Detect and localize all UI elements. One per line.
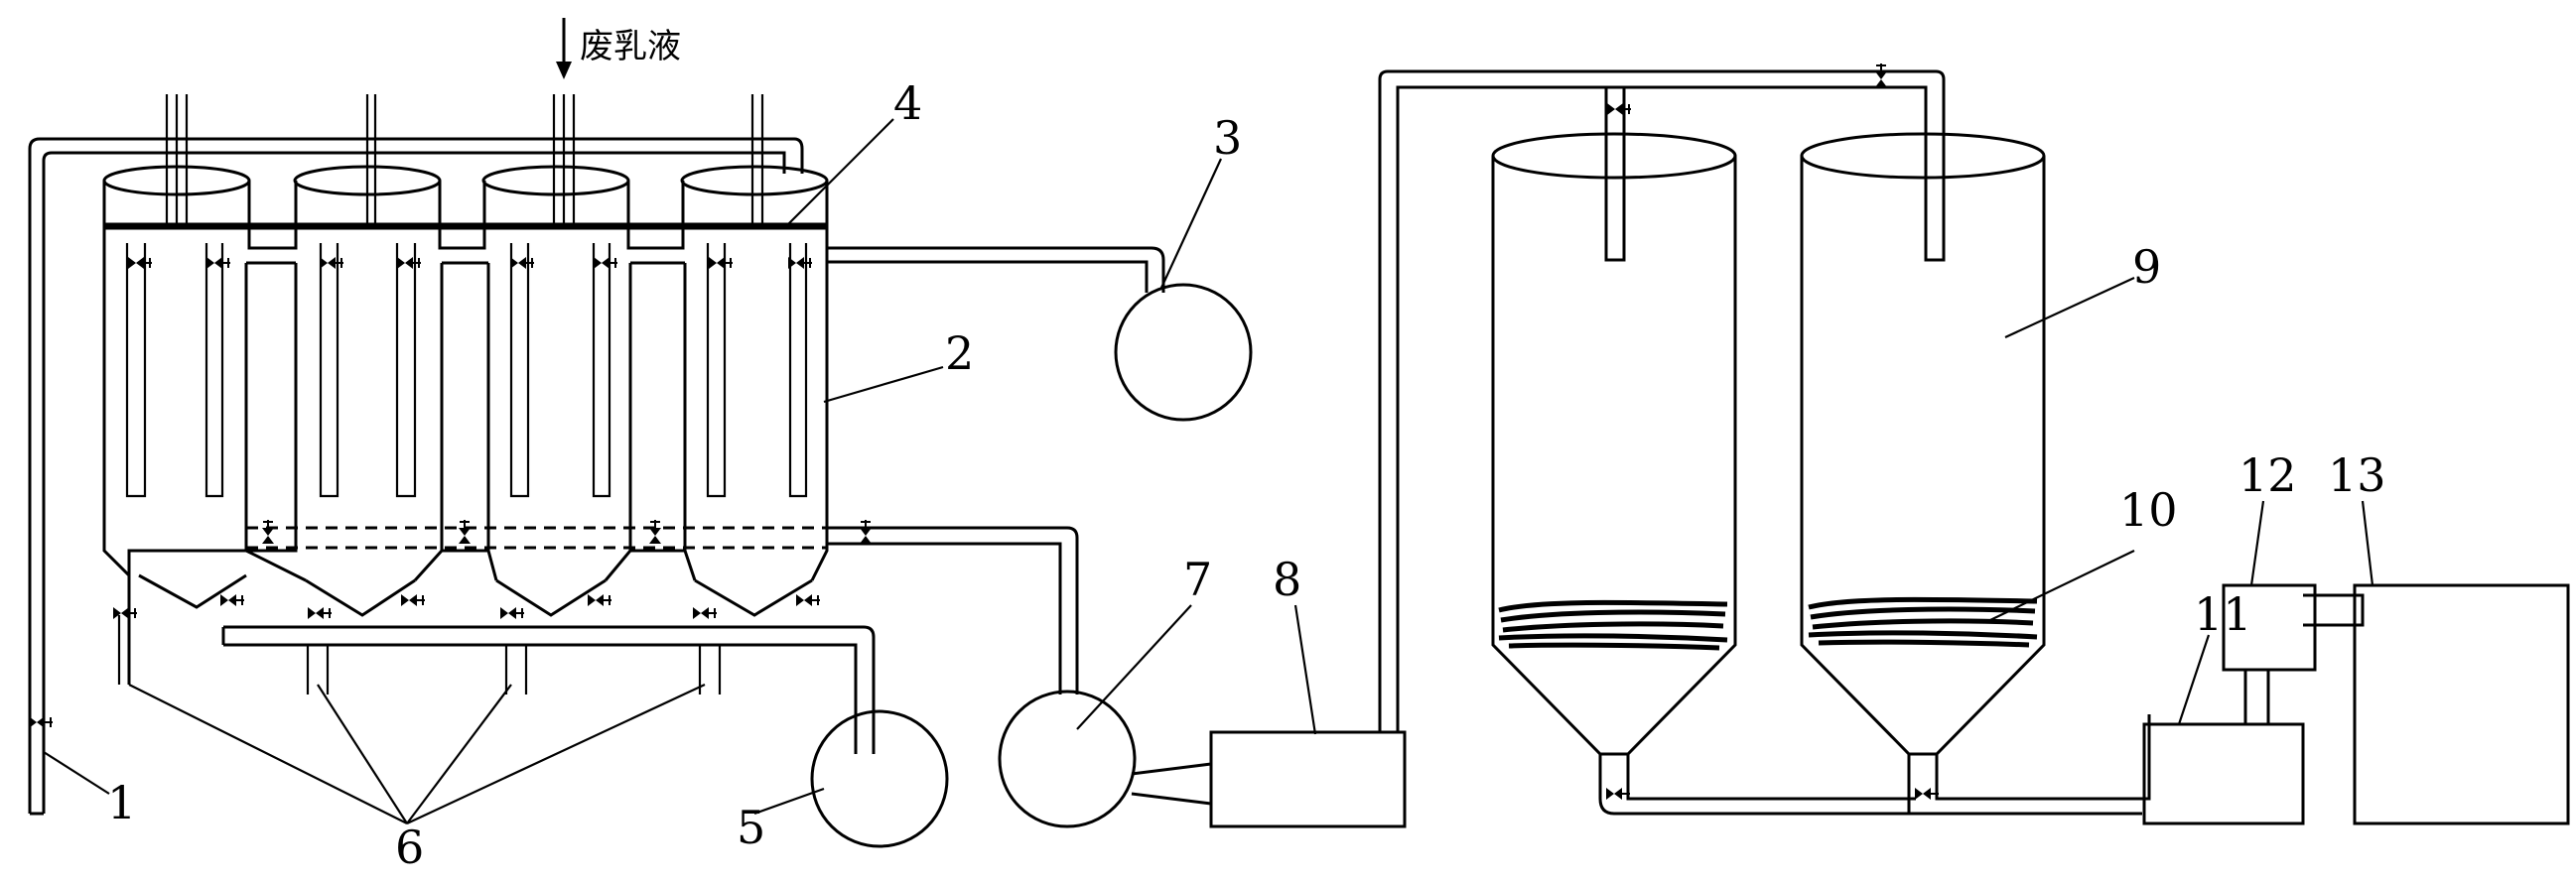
label-4: 4 xyxy=(893,76,922,130)
label-6: 6 xyxy=(395,821,424,874)
pump-7 xyxy=(827,526,1212,828)
pump-3 xyxy=(827,246,1253,422)
label-7: 7 xyxy=(1183,553,1212,606)
label-13: 13 xyxy=(2328,448,2386,502)
leader-lines xyxy=(43,118,2374,824)
label-1: 1 xyxy=(107,776,136,829)
label-11: 11 xyxy=(2194,587,2252,641)
pump-5 xyxy=(810,709,949,848)
label-10: 10 xyxy=(2119,483,2178,537)
pipe-1 xyxy=(28,137,804,816)
label-9: 9 xyxy=(2132,240,2161,294)
settling-tank-left xyxy=(1491,87,1916,816)
label-8: 8 xyxy=(1273,553,1301,606)
label-5: 5 xyxy=(737,801,765,854)
inlet-arrow xyxy=(556,18,572,79)
unit-13 xyxy=(2353,583,2570,825)
label-3: 3 xyxy=(1213,111,1242,165)
unit-11 xyxy=(2142,668,2305,825)
label-2: 2 xyxy=(945,326,974,380)
label-12: 12 xyxy=(2238,448,2297,502)
discharge-manifold xyxy=(117,615,876,754)
unit-8 xyxy=(1209,69,1946,828)
membrane-tanks xyxy=(102,165,873,685)
unit-12 xyxy=(2222,583,2365,672)
inlet-rods xyxy=(165,94,764,228)
inlet-label: 废乳液 xyxy=(580,27,681,66)
settling-tank-right xyxy=(1800,63,2151,816)
